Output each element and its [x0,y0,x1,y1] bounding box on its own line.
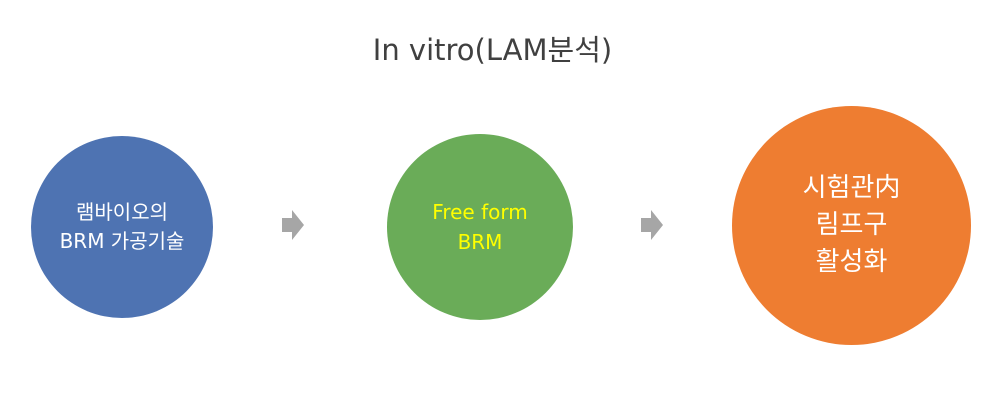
step-3-line-3: 활성화 [815,247,888,277]
step-2-line-2: BRM [457,230,503,254]
step-circle-free-form-brm: Free form BRM [387,134,573,320]
diagram-title: In vitro(LAM분석) [372,33,613,67]
arrow-right-icon [641,210,663,240]
step-3-line-1: 시험관内 [802,173,901,203]
arrow-right-icon [282,210,304,240]
step-2-line-1: Free form [432,200,528,224]
step-circle-lymphocyte-activation: 시험관内 림프구 활성화 [732,106,971,345]
step-circle-brm-processing: 램바이오의 BRM 가공기술 [31,136,213,318]
step-1-line-2: BRM 가공기술 [59,229,185,253]
step-3-line-2: 림프구 [815,210,888,240]
step-1-line-1: 램바이오의 [76,200,168,224]
